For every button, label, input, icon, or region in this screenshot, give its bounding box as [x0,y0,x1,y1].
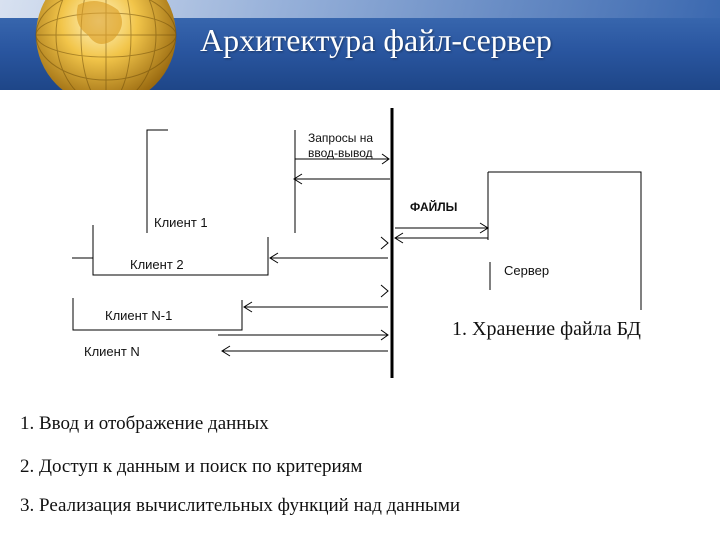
requests-label-line-2: ввод-вывод [308,146,373,160]
client-function-2: 2. Доступ к данным и поиск по критериям [20,456,363,477]
client-function-3: 3. Реализация вычислительных функций над… [20,495,461,516]
client-2-label: Клиент 2 [130,257,184,272]
client-n1-request-arrow-head [380,284,389,298]
client-2-box [92,225,269,276]
client-n1-label: Клиент N-1 [105,308,173,323]
title-banner: Архитектура файл-сервер [0,0,720,90]
server-label: Сервер [504,263,550,278]
server-box [488,171,642,310]
server-function: 1. Хранение файла БД [452,318,641,340]
client-1-label: Клиент 1 [154,215,208,230]
client-2-request-arrow-head [380,236,389,250]
client-n1-box [72,298,243,331]
client-n-response-arrow-head [221,345,231,357]
request-arrow-head [381,153,390,165]
client-n-request-arrow-head [380,329,389,341]
client-n1-response-arrow-head [243,301,253,313]
client-1-box-left [146,129,168,233]
server-response-arrow-head [394,232,404,244]
banner-highlight [0,0,720,18]
requests-label-line-1: Запросы на [308,131,374,145]
server-request-arrow-head [479,222,489,234]
files-label: ФАЙЛЫ [410,200,458,214]
page-title: Архитектура файл-сервер [200,22,552,58]
client-function-1: 1. Ввод и отображение данных [20,413,269,434]
response-arrow-head [293,173,303,185]
client-n-label: Клиент N [84,344,140,359]
client-2-response-arrow-head [269,252,279,264]
globe-icon [35,0,177,90]
requests-label: Запросы на ввод-вывод [308,131,373,161]
